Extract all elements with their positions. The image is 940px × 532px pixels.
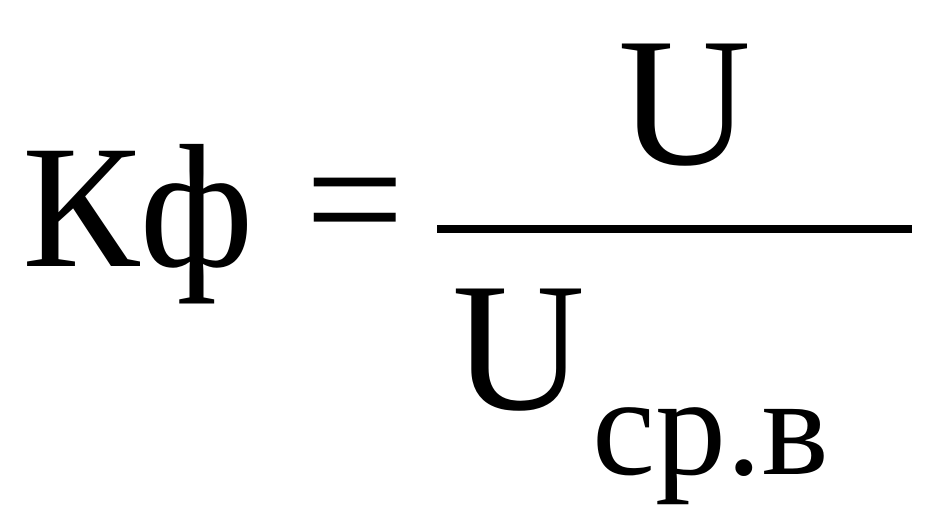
formula-lhs: Кф: [22, 110, 254, 305]
denominator: U: [452, 245, 585, 449]
fraction-bar: [437, 225, 912, 233]
denominator-subscript: ср.в: [592, 347, 829, 505]
numerator: U: [618, 0, 751, 204]
equals-sign: =: [305, 102, 405, 297]
